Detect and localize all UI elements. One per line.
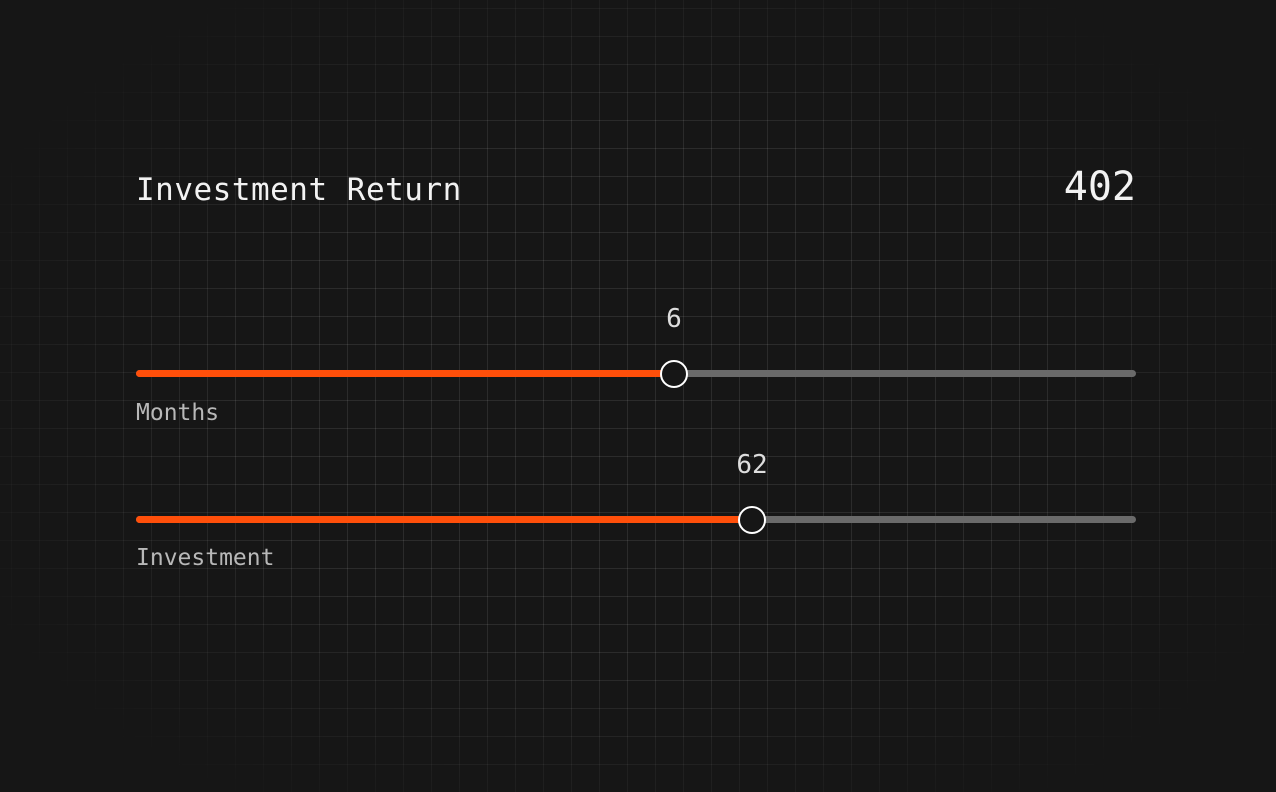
months-fill [136, 370, 674, 377]
investment-thumb[interactable] [738, 506, 766, 534]
page-title: Investment Return [136, 172, 462, 208]
investment-fill [136, 516, 752, 523]
investment-label: Investment [136, 545, 275, 571]
months-slider[interactable]: 6 Months [136, 300, 1136, 426]
result-value: 402 [1063, 164, 1136, 210]
investment-slider[interactable]: 62 Investment [136, 446, 1136, 571]
months-value: 6 [666, 304, 682, 334]
months-thumb[interactable] [660, 360, 688, 388]
months-label: Months [136, 400, 220, 426]
calculator-panel: Investment Return 402 6 Months 62 Invest… [136, 0, 1136, 792]
investment-value: 62 [736, 450, 768, 480]
